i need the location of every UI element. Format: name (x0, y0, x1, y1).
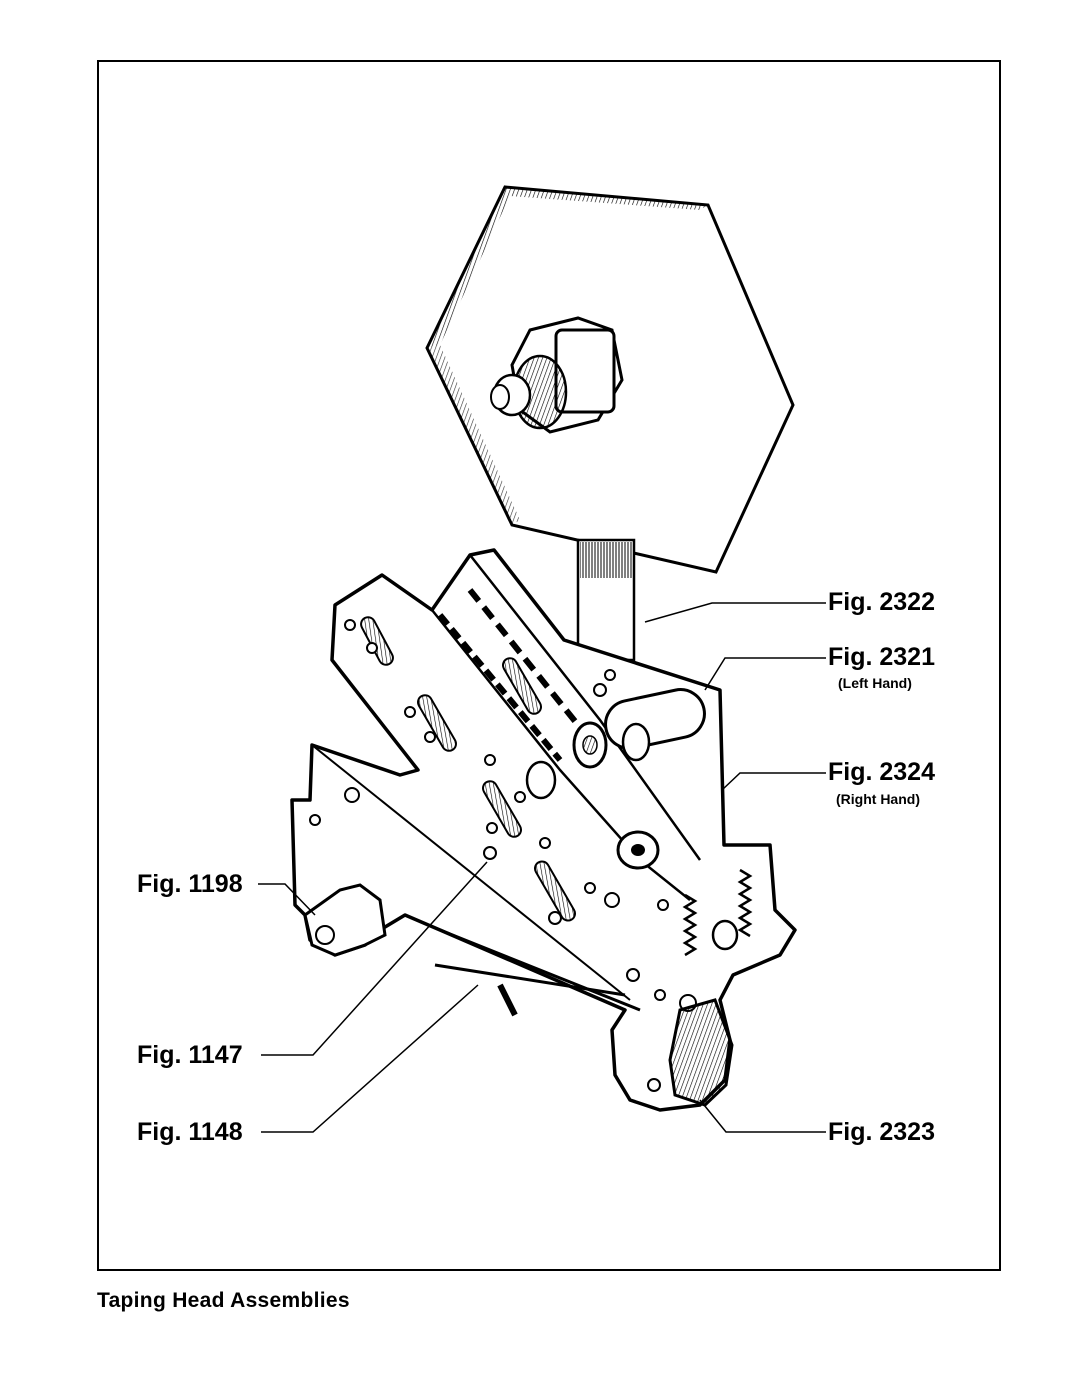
callout-fig-1198: Fig. 1198 (137, 870, 243, 898)
callout-fig-2321-note: (Left Hand) (838, 675, 912, 691)
lower-right-arm (668, 998, 734, 1107)
callout-fig-2324: Fig. 2324 (828, 758, 935, 786)
callout-fig-2324-note: (Right Hand) (836, 791, 920, 807)
plate-slots (360, 616, 576, 922)
reel-post (576, 538, 636, 662)
callout-fig-1147: Fig. 1147 (137, 1041, 243, 1069)
callout-fig-2322: Fig. 2322 (828, 588, 935, 616)
springs (682, 868, 753, 957)
reel-hub (490, 316, 624, 434)
callout-fig-2321: Fig. 2321 (828, 643, 935, 671)
callout-fig-1148: Fig. 1148 (137, 1118, 243, 1146)
callout-fig-2323: Fig. 2323 (828, 1118, 935, 1146)
leader-lines (258, 602, 826, 1133)
lower-left-arm (303, 883, 387, 957)
rollers (525, 688, 739, 951)
figure-caption: Taping Head Assemblies (97, 1289, 350, 1312)
figure-frame (97, 60, 1001, 1271)
